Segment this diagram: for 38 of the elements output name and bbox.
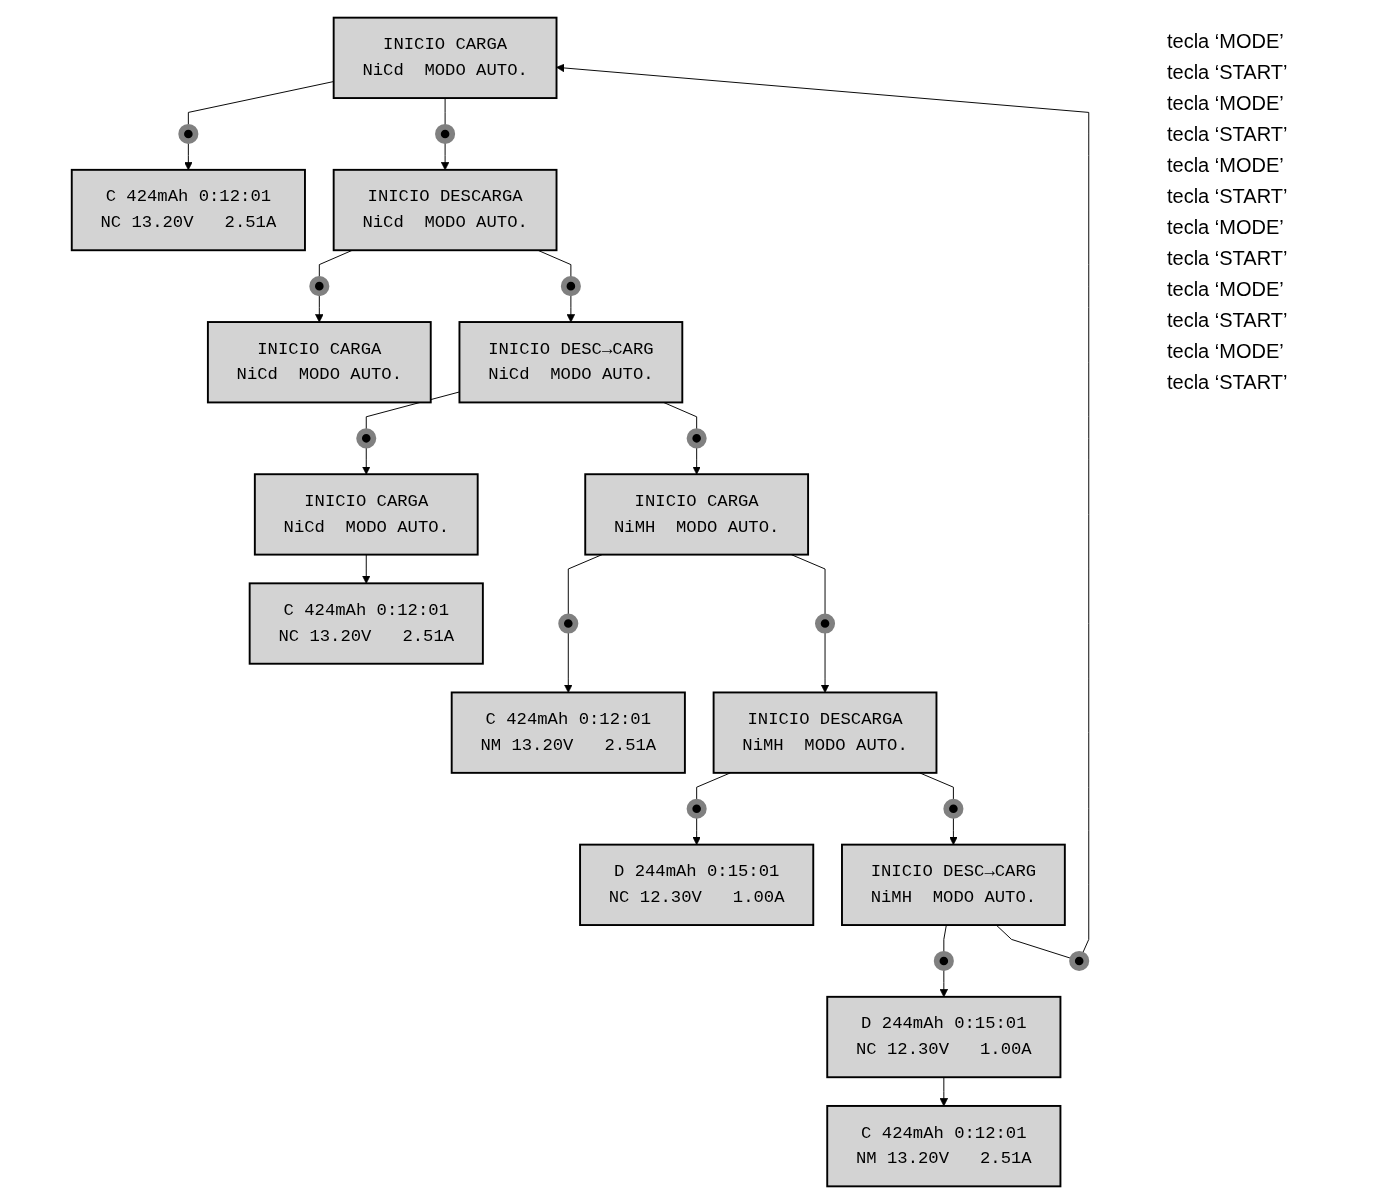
node-circle xyxy=(686,428,707,449)
key-caption: tecla ‘MODE’ xyxy=(1167,278,1285,301)
node-box: INICIO DESCARGA NiCd MODO AUTO. xyxy=(332,168,558,252)
key-caption: tecla ‘MODE’ xyxy=(1167,216,1285,239)
node-box: INICIO DESCARGA NiMH MODO AUTO. xyxy=(712,691,938,774)
key-caption: tecla ‘MODE’ xyxy=(1167,92,1285,115)
node-circle xyxy=(934,950,955,971)
node-box: C 424mAh 0:12:01 NM 13.20V 2.51A xyxy=(826,1105,1062,1188)
node-box: D 244mAh 0:15:01 NC 12.30V 1.00A xyxy=(579,843,815,926)
node-circle xyxy=(178,123,199,144)
node-box: INICIO CARGA NiCd MODO AUTO. xyxy=(332,16,558,99)
node-box: INICIO DESC→CARG NiMH MODO AUTO. xyxy=(841,843,1067,926)
node-box: INICIO DESC→CARG NiCd MODO AUTO. xyxy=(458,321,684,404)
node-box: INICIO CARGA NiCd MODO AUTO. xyxy=(254,473,479,556)
node-circle xyxy=(558,613,579,634)
node-box: C 424mAh 0:12:01 NC 13.20V 2.51A xyxy=(71,168,307,252)
node-circle xyxy=(309,276,330,297)
key-caption: tecla ‘MODE’ xyxy=(1167,340,1285,363)
node-box: INICIO CARGA NiMH MODO AUTO. xyxy=(584,473,810,556)
node-circle xyxy=(1069,950,1090,971)
node-box: INICIO CARGA NiCd MODO AUTO. xyxy=(207,321,432,404)
node-circle xyxy=(943,798,964,819)
key-caption: tecla ‘MODE’ xyxy=(1167,154,1285,177)
node-box: C 424mAh 0:12:01 NM 13.20V 2.51A xyxy=(450,691,687,774)
key-caption: tecla ‘START’ xyxy=(1167,185,1289,208)
key-caption: tecla ‘START’ xyxy=(1167,309,1289,332)
key-caption: tecla ‘START’ xyxy=(1167,123,1289,146)
key-caption: tecla ‘START’ xyxy=(1167,371,1289,394)
node-box: D 244mAh 0:15:01 NC 12.30V 1.00A xyxy=(826,995,1062,1079)
node-circle xyxy=(435,123,456,144)
key-caption: tecla ‘START’ xyxy=(1167,247,1289,270)
key-caption: tecla ‘MODE’ xyxy=(1167,30,1285,53)
key-caption: tecla ‘START’ xyxy=(1167,61,1289,84)
node-circle xyxy=(815,613,836,634)
node-box: C 424mAh 0:12:01 NC 13.20V 2.51A xyxy=(248,582,485,665)
node-circle xyxy=(356,428,377,449)
node-circle xyxy=(561,276,582,297)
node-circle xyxy=(686,798,707,819)
